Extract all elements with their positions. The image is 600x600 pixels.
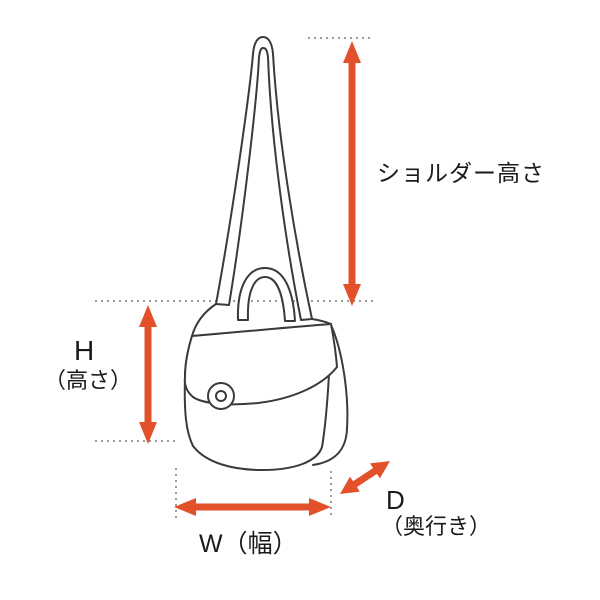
dotted-guides: [95, 37, 377, 519]
back-panel-edge-left: [191, 303, 217, 337]
bag-illustration: [183, 36, 349, 471]
shoulder-height-label: ショルダー高さ: [377, 160, 545, 186]
clasp-inner: [215, 390, 227, 402]
side-gusset: [312, 324, 349, 466]
measure-arrows: [139, 41, 390, 516]
height-arrow: [139, 305, 157, 444]
width-arrow: [174, 498, 331, 516]
shoulder-height-arrow: [343, 41, 361, 306]
height-abbr-label: H: [74, 335, 95, 366]
handle: [236, 267, 296, 322]
shoulder-strap: [215, 36, 313, 321]
depth-name-label: （奥行き）: [381, 514, 492, 539]
height-name-label: （高さ）: [44, 368, 133, 393]
depth-abbr-label: D: [386, 485, 405, 515]
width-label: W（幅）: [199, 530, 298, 558]
depth-arrow: [340, 461, 390, 494]
